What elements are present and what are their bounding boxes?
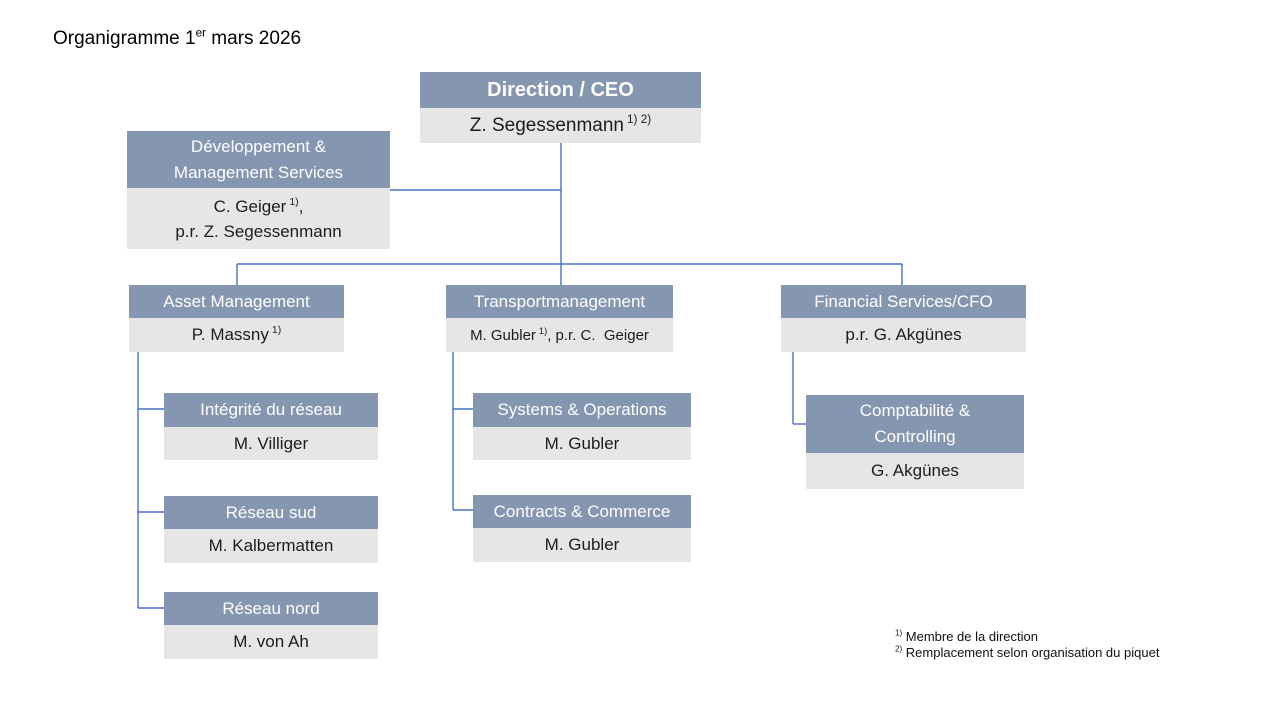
box-title: Direction / CEO [487, 78, 634, 101]
footnote-ref: 1) 2) [627, 113, 652, 127]
box-reseau-sud-body: M. Kalbermatten [164, 529, 378, 563]
box-financial-body: p.r. G. Akgünes [781, 318, 1026, 352]
box-title: Contracts & Commerce [493, 501, 671, 521]
box-title: Réseau sud [225, 502, 317, 522]
footnotes: 1) Membre de la direction 2) Remplacemen… [895, 629, 1159, 661]
box-title: Transportmanagement [473, 291, 646, 311]
person-name-line2: p.r. Z. Segessenmann [175, 221, 342, 241]
footnote-2: 2) Remplacement selon organisation du pi… [895, 645, 1159, 661]
person-name-text: C. Geiger [213, 196, 287, 216]
page-title-text-2: mars 2026 [206, 28, 302, 49]
box-systems-header: Systems & Operations [473, 393, 691, 427]
box-developpement-header: Développement & Management Services [127, 131, 390, 188]
person-name-suffix: , [298, 196, 304, 216]
person-name: p.r. G. Akgünes [845, 325, 962, 344]
footnote-ref: 1) [289, 195, 299, 208]
box-reseau-sud: Réseau sud M. Kalbermatten [164, 496, 378, 563]
box-integrite-header: Intégrité du réseau [164, 393, 378, 427]
box-financial-header: Financial Services/CFO [781, 285, 1026, 318]
box-integrite-du-reseau: Intégrité du réseau M. Villiger [164, 393, 378, 460]
box-reseau-sud-header: Réseau sud [164, 496, 378, 529]
footnote-1: 1) Membre de la direction [895, 629, 1159, 645]
box-systems-operations: Systems & Operations M. Gubler [473, 393, 691, 460]
box-title-line2: Management Services [173, 162, 344, 182]
person-name: M. Gubler [544, 433, 620, 453]
box-compta-body: G. Akgünes [806, 453, 1024, 489]
box-title-line1: Développement & [190, 136, 327, 156]
box-reseau-nord-body: M. von Ah [164, 625, 378, 659]
box-title: Asset Management [163, 291, 310, 311]
page-title-text: Organigramme 1 [53, 28, 196, 49]
footnote-ref: 1) [271, 324, 282, 337]
box-comptabilite-controlling: Comptabilité & Controlling G. Akgünes [806, 395, 1024, 489]
person-name-text: Z. Segessenmann [469, 114, 624, 136]
box-title: Intégrité du réseau [200, 400, 342, 419]
box-title-line2: Controlling [874, 427, 956, 446]
box-title: Systems & Operations [497, 400, 667, 419]
page-title-sup: er [195, 26, 207, 40]
person-name: M. Gubler [544, 535, 620, 554]
footnote-2-text: Remplacement selon organisation du pique… [902, 645, 1160, 660]
box-financial-services-cfo: Financial Services/CFO p.r. G. Akgünes [781, 285, 1026, 352]
person-name: M. Villiger [233, 433, 309, 453]
footnote-ref: 1) [538, 325, 548, 336]
box-compta-header: Comptabilité & Controlling [806, 395, 1024, 453]
box-direction-ceo-header: Direction / CEO [420, 72, 701, 108]
box-title: Financial Services/CFO [814, 291, 993, 311]
box-systems-body: M. Gubler [473, 427, 691, 460]
person-name-text: P. Massny [191, 325, 269, 344]
person-name-text: M. Gubler [470, 326, 536, 344]
footnote-1-text: Membre de la direction [902, 629, 1038, 644]
box-reseau-nord: Réseau nord M. von Ah [164, 592, 378, 659]
person-name: M. von Ah [233, 632, 309, 651]
box-integrite-body: M. Villiger [164, 427, 378, 460]
person-name: G. Akgünes [871, 461, 959, 480]
person-name-suffix: , p.r. C. Geiger [547, 326, 649, 344]
box-developpement-management-services: Développement & Management Services C. G… [127, 131, 390, 249]
box-contracts-header: Contracts & Commerce [473, 495, 691, 528]
person-name: M. Kalbermatten [208, 536, 334, 555]
box-reseau-nord-header: Réseau nord [164, 592, 378, 625]
box-title-line1: Comptabilité & [859, 401, 971, 420]
page-title: Organigramme 1er mars 2026 [53, 26, 302, 50]
footnote-2-marker: 2) [895, 644, 903, 654]
box-contracts-commerce: Contracts & Commerce M. Gubler [473, 495, 691, 562]
box-title: Réseau nord [222, 598, 320, 618]
box-contracts-body: M. Gubler [473, 528, 691, 562]
box-transport-header: Transportmanagement [446, 285, 673, 318]
box-asset-header: Asset Management [129, 285, 344, 318]
footnote-1-marker: 1) [895, 628, 903, 638]
